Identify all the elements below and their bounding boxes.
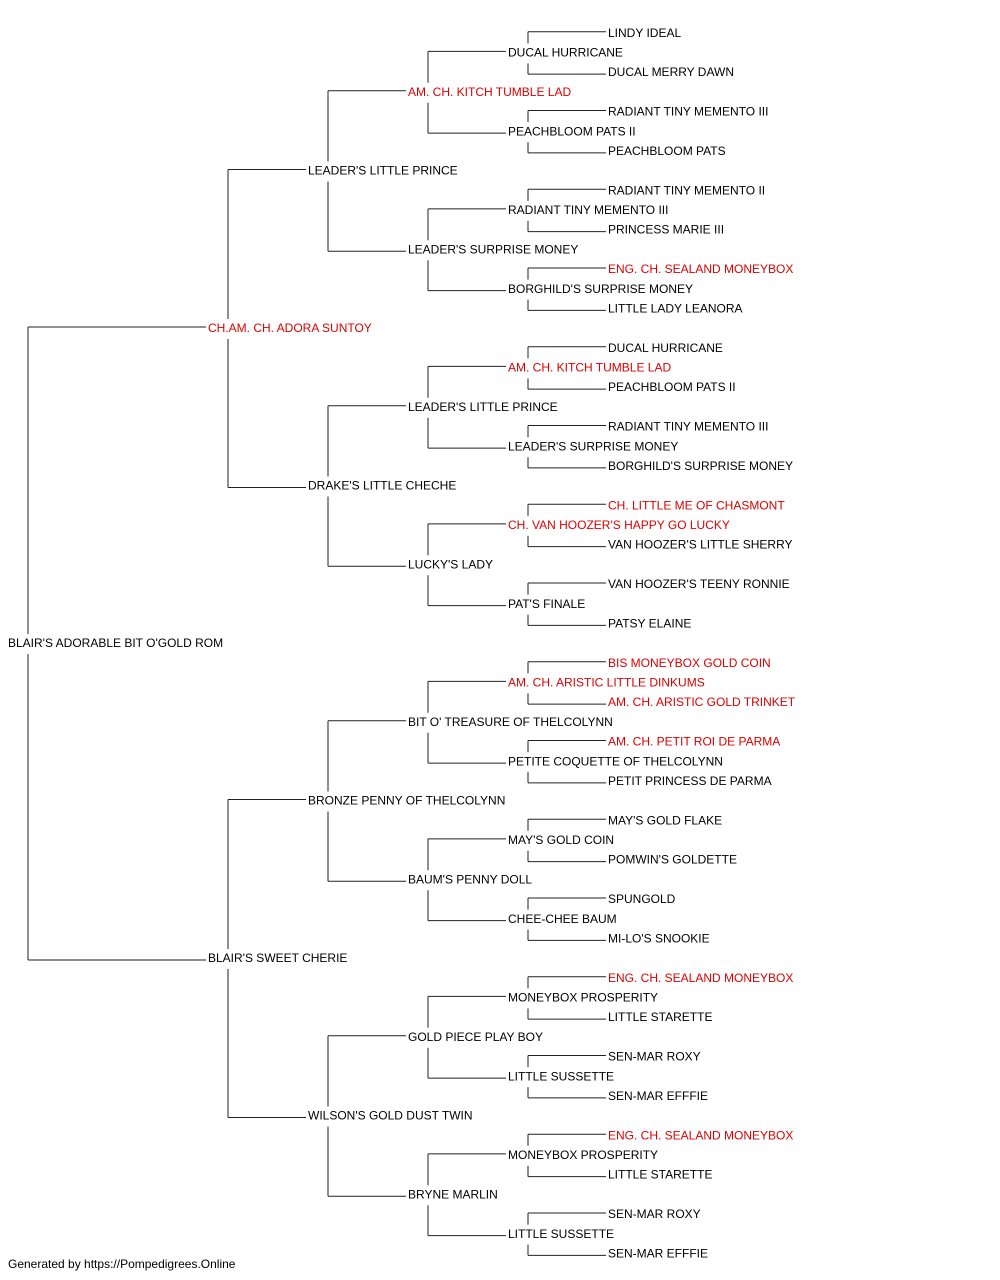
ancestor-name: SEN-MAR EFFFIE xyxy=(608,1246,708,1260)
ancestor-name: GOLD PIECE PLAY BOY xyxy=(408,1030,543,1044)
ancestor-name: BRONZE PENNY OF THELCOLYNN xyxy=(308,794,505,808)
ancestor-name: LITTLE LADY LEANORA xyxy=(608,301,743,315)
ancestor-name: LITTLE STARETTE xyxy=(608,1168,712,1182)
ancestor-name: DRAKE'S LITTLE CHECHE xyxy=(308,479,456,493)
champion-ancestor-name: AM. CH. KITCH TUMBLE LAD xyxy=(408,85,571,99)
ancestor-name: DUCAL HURRICANE xyxy=(608,341,723,355)
ancestor-name: DUCAL HURRICANE xyxy=(508,46,623,60)
ancestor-name: BRYNE MARLIN xyxy=(408,1187,498,1201)
ancestor-name: PEACHBLOOM PATS II xyxy=(608,380,736,394)
champion-ancestor-name: AM. CH. ARISTIC LITTLE DINKUMS xyxy=(508,676,705,690)
ancestor-name: LUCKY'S LADY xyxy=(408,557,493,571)
ancestor-name: PRINCESS MARIE III xyxy=(608,223,724,237)
ancestor-name: MI-LO'S SNOOKIE xyxy=(608,931,710,945)
champion-ancestor-name: AM. CH. KITCH TUMBLE LAD xyxy=(508,361,671,375)
ancestor-name: SPUNGOLD xyxy=(608,892,676,906)
ancestor-name: BLAIR'S SWEET CHERIE xyxy=(208,951,347,965)
champion-ancestor-name: CH.AM. CH. ADORA SUNTOY xyxy=(208,321,372,335)
footer-credit: Generated by https://Pompedigrees.Online xyxy=(8,1257,236,1271)
ancestor-name: SEN-MAR EFFFIE xyxy=(608,1089,708,1103)
champion-ancestor-name: ENG. CH. SEALAND MONEYBOX xyxy=(608,971,793,985)
ancestor-name: LITTLE SUSSETTE xyxy=(508,1227,614,1241)
ancestor-name: BORGHILD'S SURPRISE MONEY xyxy=(508,282,693,296)
champion-ancestor-name: ENG. CH. SEALAND MONEYBOX xyxy=(608,262,793,276)
ancestor-name: LEADER'S LITTLE PRINCE xyxy=(408,400,558,414)
ancestor-name: MAY'S GOLD COIN xyxy=(508,833,614,847)
ancestor-name: LITTLE STARETTE xyxy=(608,1010,712,1024)
champion-ancestor-name: CH. LITTLE ME OF CHASMONT xyxy=(608,498,785,512)
ancestor-name: PETITE COQUETTE OF THELCOLYNN xyxy=(508,754,723,768)
ancestor-name: DUCAL MERRY DAWN xyxy=(608,65,734,79)
ancestor-name: LITTLE SUSSETTE xyxy=(508,1069,614,1083)
ancestor-name: BORGHILD'S SURPRISE MONEY xyxy=(608,459,793,473)
ancestor-name: MONEYBOX PROSPERITY xyxy=(508,991,658,1005)
ancestor-name: CHEE-CHEE BAUM xyxy=(508,912,617,926)
champion-ancestor-name: ENG. CH. SEALAND MONEYBOX xyxy=(608,1128,793,1142)
ancestor-name: SEN-MAR ROXY xyxy=(608,1050,701,1064)
ancestor-name: RADIANT TINY MEMENTO II xyxy=(608,183,765,197)
ancestor-name: BAUM'S PENNY DOLL xyxy=(408,872,532,886)
champion-ancestor-name: BIS MONEYBOX GOLD COIN xyxy=(608,656,771,670)
ancestor-name: BIT O' TREASURE OF THELCOLYNN xyxy=(408,715,613,729)
ancestor-name: LEADER'S SURPRISE MONEY xyxy=(508,439,678,453)
ancestor-name: PEACHBLOOM PATS II xyxy=(508,124,636,138)
ancestor-name: VAN HOOZER'S LITTLE SHERRY xyxy=(608,538,793,552)
champion-ancestor-name: CH. VAN HOOZER'S HAPPY GO LUCKY xyxy=(508,518,730,532)
ancestor-name: POMWIN'S GOLDETTE xyxy=(608,853,737,867)
ancestor-name: RADIANT TINY MEMENTO III xyxy=(508,203,668,217)
ancestor-name: RADIANT TINY MEMENTO III xyxy=(608,105,768,119)
ancestor-name: MONEYBOX PROSPERITY xyxy=(508,1148,658,1162)
ancestor-name: LEADER'S SURPRISE MONEY xyxy=(408,242,578,256)
ancestor-name: LEADER'S LITTLE PRINCE xyxy=(308,164,458,178)
ancestor-name: PEACHBLOOM PATS xyxy=(608,144,726,158)
subject-name: BLAIR'S ADORABLE BIT O'GOLD ROM xyxy=(8,636,223,650)
ancestor-name: MAY'S GOLD FLAKE xyxy=(608,813,722,827)
champion-ancestor-name: AM. CH. PETIT ROI DE PARMA xyxy=(608,735,780,749)
ancestor-name: VAN HOOZER'S TEENY RONNIE xyxy=(608,577,790,591)
ancestor-name: RADIANT TINY MEMENTO III xyxy=(608,420,768,434)
ancestor-name: PAT'S FINALE xyxy=(508,597,585,611)
champion-ancestor-name: AM. CH. ARISTIC GOLD TRINKET xyxy=(608,695,796,709)
ancestor-name: WILSON'S GOLD DUST TWIN xyxy=(308,1109,473,1123)
ancestor-name: PETIT PRINCESS DE PARMA xyxy=(608,774,772,788)
ancestor-name: LINDY IDEAL xyxy=(608,26,681,40)
ancestor-name: PATSY ELAINE xyxy=(608,616,691,630)
ancestor-name: SEN-MAR ROXY xyxy=(608,1207,701,1221)
